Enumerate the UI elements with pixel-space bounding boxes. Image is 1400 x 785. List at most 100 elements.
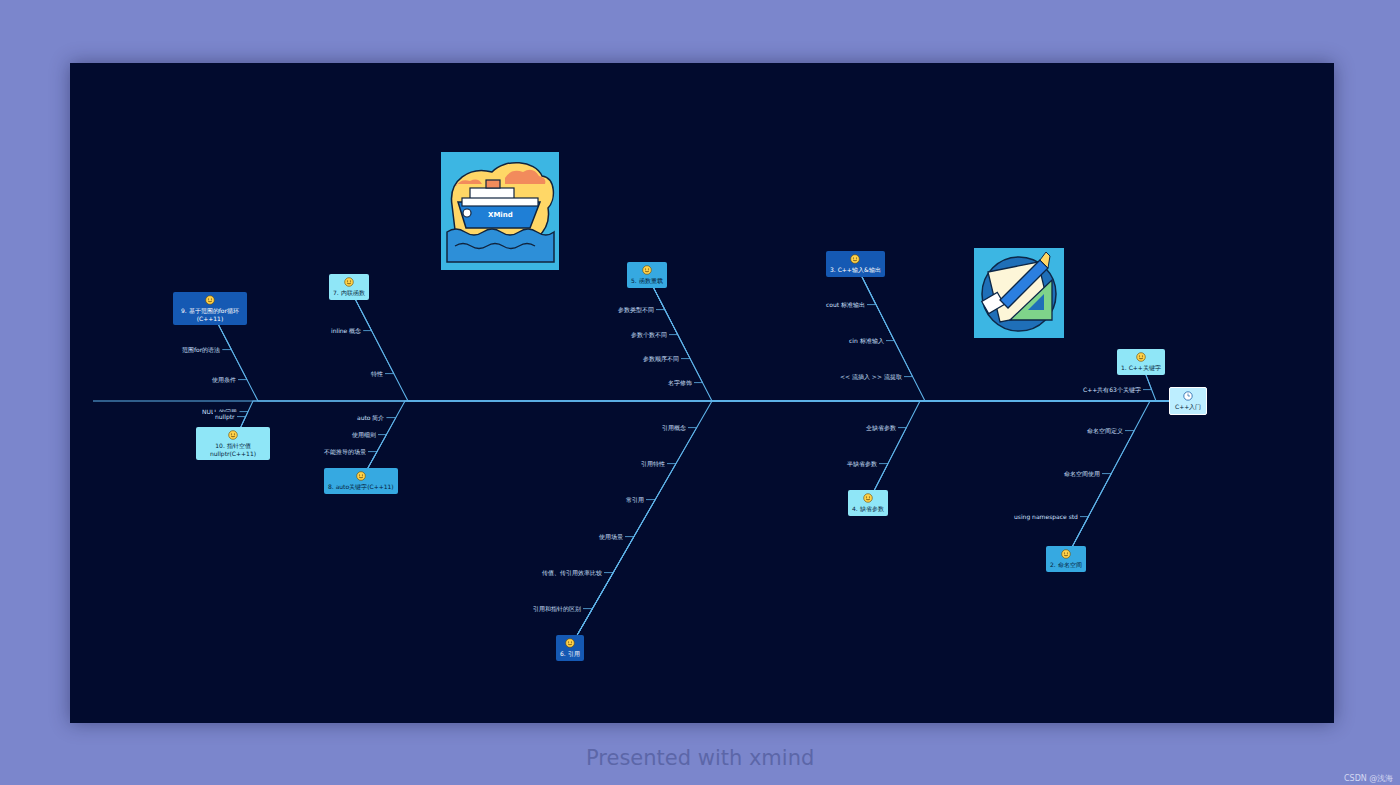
subtopic: 参数类型不同	[616, 305, 656, 314]
branch-line	[653, 288, 1169, 402]
topic-text: 参数个数不同	[631, 331, 667, 338]
ship-illustration	[441, 152, 559, 270]
subtopic: 命名空间定义	[1085, 426, 1125, 435]
subtopic: 引用特性	[639, 459, 667, 468]
subtopic-line	[368, 418, 396, 468]
branch-topic: 4. 缺省参数	[848, 490, 888, 516]
branch-topic: 5. 函数重载	[627, 262, 667, 288]
emoji-icon	[1136, 352, 1146, 362]
subtopic: << 流插入 >> 流提取	[838, 372, 904, 381]
topic-text: 4. 缺省参数	[852, 505, 884, 513]
topic-text: 1. C++关键字	[1121, 364, 1161, 372]
subtopic: 引用和指针的区别	[531, 604, 583, 613]
subtopic: 使用条件	[210, 375, 238, 384]
topic-text: 引用概念	[662, 424, 686, 431]
topic-text: 7. 内联函数	[333, 289, 365, 297]
topic-text: 参数顺序不同	[643, 355, 679, 362]
topic-text: 传值、传引用效率比较	[542, 569, 602, 576]
topic-text: 命名空间使用	[1064, 470, 1100, 477]
topic-text: 名字修饰	[668, 379, 692, 386]
subtopic: 全缺省参数	[864, 423, 898, 432]
subtopic-line	[368, 452, 377, 468]
topic-text: inline 概念	[331, 327, 361, 334]
topic-text: cout 标准输出	[826, 301, 865, 308]
topic-text: 8. auto关键字(C++11)	[328, 483, 394, 491]
topic-text: 半缺省参数	[847, 460, 877, 467]
subtopic: 名字修饰	[666, 378, 694, 387]
topic-text: C++入门	[1175, 403, 1201, 411]
illustration-text: XMind	[488, 211, 513, 219]
emoji-icon	[356, 471, 366, 481]
topic-text: cin 标准输入	[849, 337, 884, 344]
pencil-ruler-illustration	[974, 248, 1064, 338]
subtopic-line	[240, 412, 249, 427]
topic-text: auto 简介	[357, 414, 384, 421]
subtopic-line	[237, 417, 246, 427]
topic-text: 常引用	[626, 496, 644, 503]
branch-topic: 8. auto关键字(C++11)	[324, 468, 398, 494]
emoji-icon	[344, 277, 354, 287]
topic-text: 9. 基于范围的for循环(C++11)	[177, 307, 243, 322]
branch-topic: 2. 命名空间	[1046, 546, 1086, 572]
branch-line	[219, 325, 1169, 401]
subtopic: 参数个数不同	[629, 330, 669, 339]
topic-text: 引用和指针的区别	[533, 605, 581, 612]
subtopic: 使用场景	[597, 532, 625, 541]
subtopic: using namespace std	[1012, 512, 1080, 521]
topic-text: 使用条件	[212, 376, 236, 383]
branch-topic: 10. 指针空值nullptr(C++11)	[196, 427, 270, 460]
central-topic: C++入门	[1169, 387, 1207, 415]
subtopic-line	[577, 464, 676, 635]
branch-topic: 1. C++关键字	[1117, 349, 1165, 375]
subtopic: 参数顺序不同	[641, 354, 681, 363]
canvas-panel	[70, 63, 1334, 723]
subtopic: 使用细则	[350, 430, 378, 439]
subtopic: 不能推导的场景	[322, 447, 368, 456]
subtopic-line	[219, 325, 247, 380]
subtopic-line	[1143, 375, 1152, 390]
subtopic: cout 标准输出	[824, 300, 867, 309]
subtopic: auto 简介	[355, 413, 386, 422]
branch-topic: 9. 基于范围的for循环(C++11)	[173, 292, 247, 325]
topic-text: C++共有63个关键字	[1083, 386, 1141, 393]
emoji-icon	[642, 265, 652, 275]
topic-text: 命名空间定义	[1087, 427, 1123, 434]
subtopic: 命名空间使用	[1062, 469, 1102, 478]
subtopic-line	[368, 435, 387, 468]
topic-text: 范围for的语法	[182, 346, 220, 353]
subtopic: 半缺省参数	[845, 459, 879, 468]
subtopic: nullptr	[213, 412, 237, 421]
emoji-icon	[863, 493, 873, 503]
topic-text: nullptr	[215, 413, 235, 420]
emoji-icon	[205, 295, 215, 305]
subtopic-line	[874, 428, 906, 490]
branch-line	[862, 277, 1169, 402]
subtopic-line	[577, 428, 697, 635]
topic-text: 参数类型不同	[618, 306, 654, 313]
topic-text: 不能推导的场景	[324, 448, 366, 455]
subtopic-line	[1073, 474, 1112, 546]
subtopic-line	[577, 537, 634, 635]
branch-line	[577, 401, 1169, 635]
subtopic: 常引用	[624, 495, 646, 504]
subtopic-line	[862, 277, 913, 377]
topic-text: 6. 引用	[560, 650, 580, 658]
topic-text: 特性	[371, 370, 383, 377]
emoji-icon	[1061, 549, 1071, 559]
topic-text: << 流插入 >> 流提取	[840, 373, 902, 380]
branch-topic: 7. 内联函数	[329, 274, 369, 300]
topic-text: using namespace std	[1014, 513, 1078, 520]
emoji-icon	[565, 638, 575, 648]
subtopic: 引用概念	[660, 423, 688, 432]
footer-credit: Presented with xmind	[586, 746, 814, 770]
watermark: CSDN @浅海	[1344, 773, 1393, 784]
subtopic: cin 标准输入	[847, 336, 886, 345]
subtopic-line	[355, 300, 393, 374]
topic-text: 引用特性	[641, 460, 665, 467]
emoji-icon	[228, 430, 238, 440]
branch-line	[368, 401, 1169, 468]
subtopic: 范围for的语法	[180, 345, 222, 354]
topic-text: 10. 指针空值nullptr(C++11)	[200, 442, 266, 457]
branch-topic: 3. C++输入&输出	[826, 251, 885, 277]
